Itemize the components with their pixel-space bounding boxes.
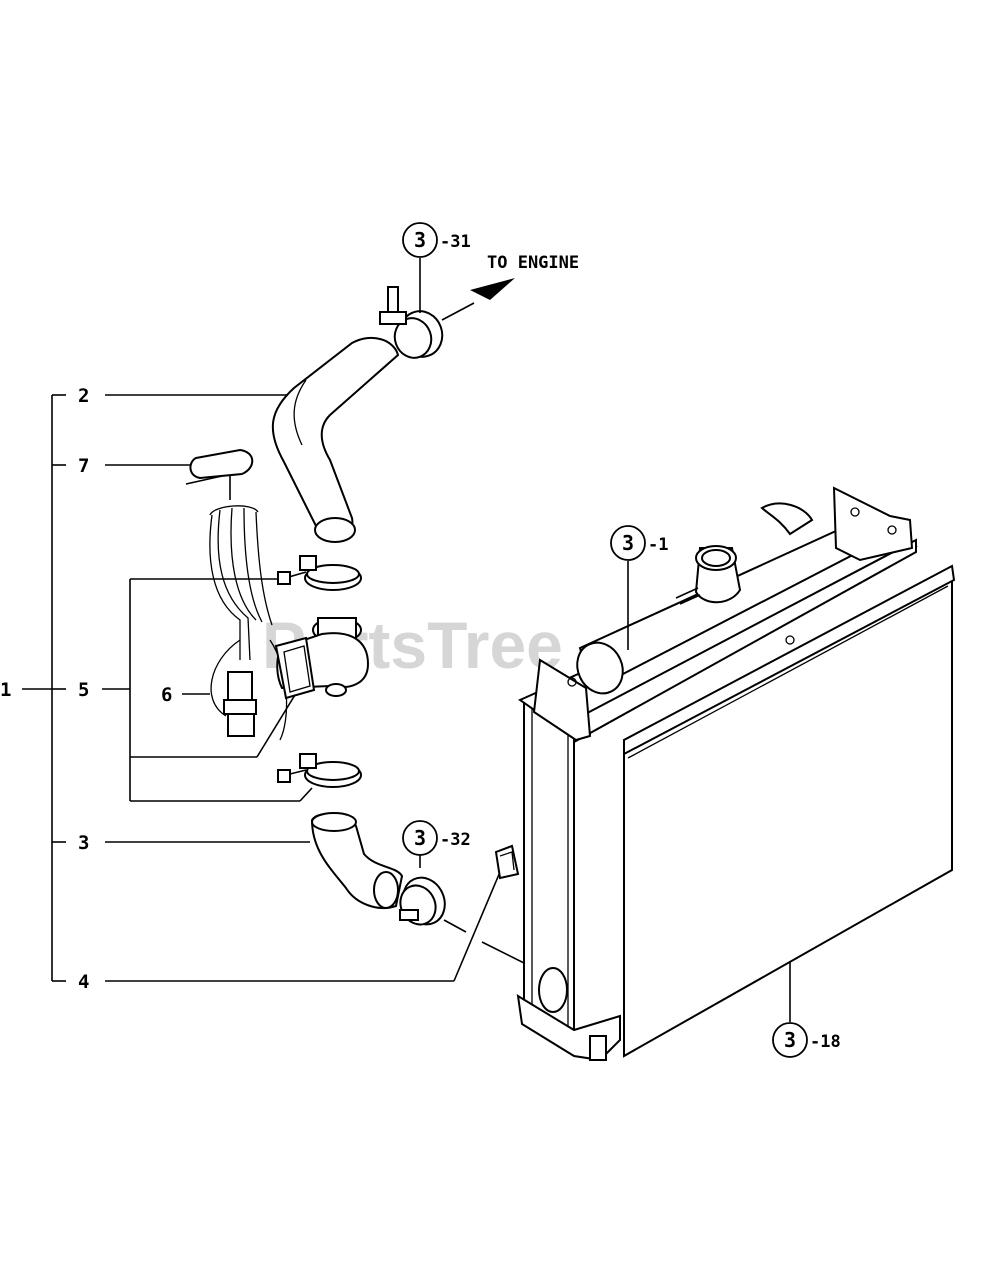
ref-3-18-circle: 3 — [784, 1028, 796, 1052]
clamp-mid-upper — [277, 555, 362, 591]
ref-3-32-circle: 3 — [414, 826, 426, 850]
ref-3-31-circle: 3 — [414, 228, 426, 252]
upper-hose — [271, 337, 400, 543]
thermostat-housing — [274, 617, 370, 700]
callout-6: 6 — [161, 684, 172, 706]
ref-3-31-suffix: -31 — [440, 232, 471, 252]
radiator — [516, 486, 956, 1062]
callout-3: 3 — [78, 832, 89, 854]
clamp-lower — [399, 855, 531, 967]
ref-3-1-circle: 3 — [622, 531, 634, 555]
callout-5: 5 — [78, 679, 89, 701]
clamp-upper — [379, 278, 515, 359]
callout-4: 4 — [78, 971, 89, 993]
callout-2: 2 — [78, 385, 89, 407]
sensor — [223, 671, 257, 737]
callout-1: 1 — [0, 679, 11, 701]
ref-badge-3-31: 3 -31 — [402, 222, 471, 258]
callout-tree — [22, 394, 501, 982]
band-clip — [185, 448, 254, 500]
ref-3-18-suffix: -18 — [810, 1032, 841, 1052]
ref-badge-3-1: 3 -1 — [610, 525, 668, 561]
ref-badge-3-18: 3 -18 — [772, 1022, 841, 1058]
lower-hose — [310, 812, 404, 909]
ref-badge-3-32: 3 -32 — [402, 820, 471, 856]
callout-7: 7 — [78, 455, 89, 477]
clip — [494, 844, 520, 880]
ref-3-1-suffix: -1 — [648, 535, 668, 555]
arrow-icon — [470, 278, 515, 300]
ref-3-32-suffix: -32 — [440, 830, 471, 850]
clamp-mid-lower — [277, 753, 362, 788]
to-engine-label: TO ENGINE — [487, 253, 579, 273]
